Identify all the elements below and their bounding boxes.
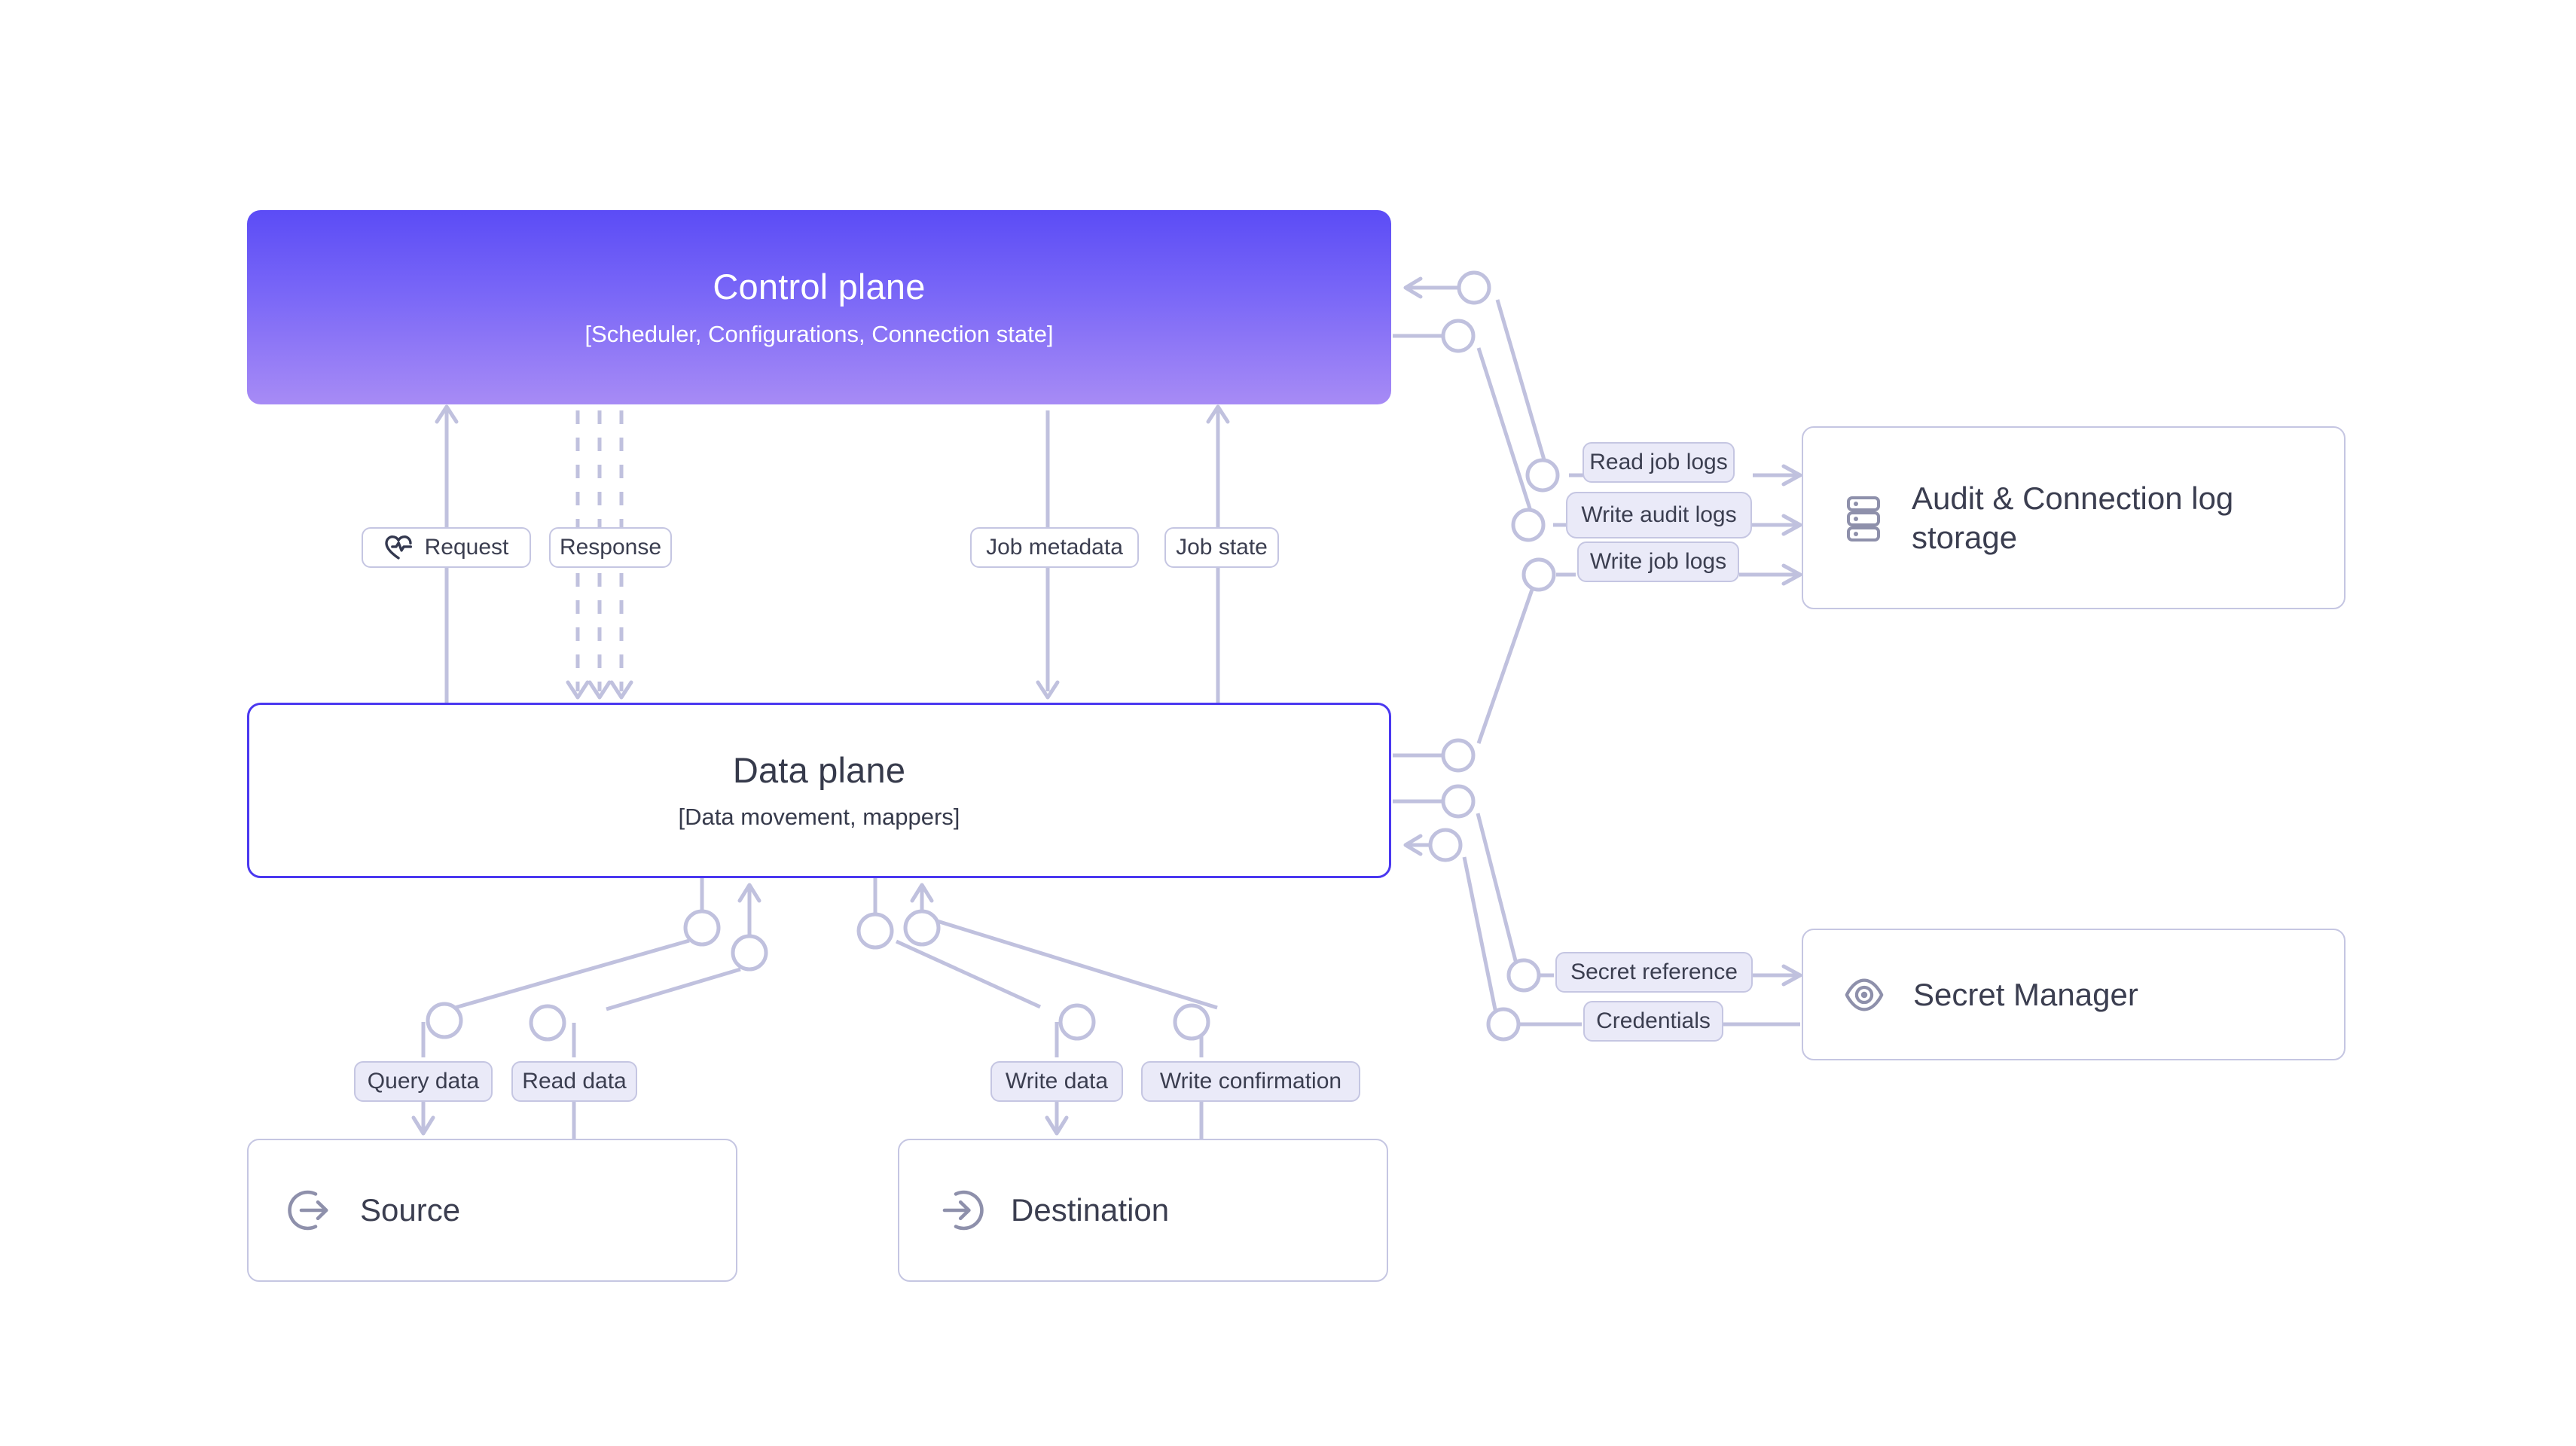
edge-label-write-confirmation[interactable]: Write confirmation	[1141, 1061, 1360, 1102]
control-plane-title: Control plane	[713, 267, 926, 307]
secret-manager-card[interactable]: Secret Manager	[1802, 929, 2346, 1060]
edge-label-write-data-text: Write data	[1005, 1069, 1109, 1094]
edge-label-request[interactable]: Request	[362, 527, 531, 568]
destination-label: Destination	[1011, 1192, 1170, 1228]
data-plane-subtitle: [Data movement, mappers]	[678, 804, 960, 831]
edge-label-request-text: Request	[424, 535, 509, 560]
edge-label-read-data[interactable]: Read data	[511, 1061, 637, 1102]
source-label: Source	[360, 1192, 461, 1228]
edge-label-response-text: Response	[559, 535, 662, 560]
edge-label-credentials-text: Credentials	[1596, 1008, 1711, 1033]
audit-log-storage-card[interactable]: Audit & Connection log storage	[1802, 426, 2346, 609]
edge-label-response[interactable]: Response	[549, 527, 672, 568]
heart-pulse-icon	[384, 535, 412, 560]
edge-label-write-audit-logs-text: Write audit logs	[1581, 502, 1737, 527]
arrow-out-circle-icon	[288, 1190, 328, 1231]
eye-target-icon	[1845, 978, 1884, 1011]
server-rack-icon	[1847, 496, 1880, 541]
edge-label-query-data-text: Query data	[367, 1069, 480, 1094]
edge-label-secret-reference-text: Secret reference	[1570, 959, 1738, 984]
edge-label-secret-reference[interactable]: Secret reference	[1555, 952, 1753, 993]
edge-credentials	[1403, 834, 1800, 1027]
edge-label-read-job-logs[interactable]: Read job logs	[1583, 442, 1735, 483]
edge-label-job-metadata-text: Job metadata	[986, 535, 1123, 560]
data-plane-title: Data plane	[732, 749, 906, 790]
control-plane-subtitle: [Scheduler, Configurations, Connection s…	[584, 320, 1054, 347]
data-plane-box[interactable]: Data plane [Data movement, mappers]	[247, 703, 1391, 878]
edge-label-write-job-logs[interactable]: Write job logs	[1577, 541, 1739, 582]
audit-log-storage-label: Audit & Connection log storage	[1912, 480, 2234, 555]
edge-label-read-data-text: Read data	[522, 1069, 627, 1094]
control-plane-box[interactable]: Control plane [Scheduler, Configurations…	[247, 210, 1391, 404]
edge-label-job-state[interactable]: Job state	[1164, 527, 1279, 568]
edge-response-arrowheads	[566, 680, 633, 700]
source-card[interactable]: Source	[247, 1139, 737, 1282]
destination-card[interactable]: Destination	[898, 1139, 1388, 1282]
edge-label-job-state-text: Job state	[1176, 535, 1268, 560]
edge-label-query-data[interactable]: Query data	[354, 1061, 493, 1102]
edge-label-write-audit-logs[interactable]: Write audit logs	[1566, 492, 1752, 538]
edge-label-write-confirmation-text: Write confirmation	[1159, 1069, 1342, 1094]
edge-label-job-metadata[interactable]: Job metadata	[970, 527, 1139, 568]
secret-manager-label: Secret Manager	[1913, 976, 2138, 1012]
edge-label-write-data[interactable]: Write data	[990, 1061, 1123, 1102]
edge-label-credentials[interactable]: Credentials	[1583, 1001, 1723, 1042]
edge-label-write-job-logs-text: Write job logs	[1589, 549, 1727, 574]
arrow-in-circle-icon	[942, 1190, 984, 1231]
edge-write-job-logs	[1393, 563, 1802, 758]
edge-label-read-job-logs-text: Read job logs	[1589, 450, 1728, 474]
